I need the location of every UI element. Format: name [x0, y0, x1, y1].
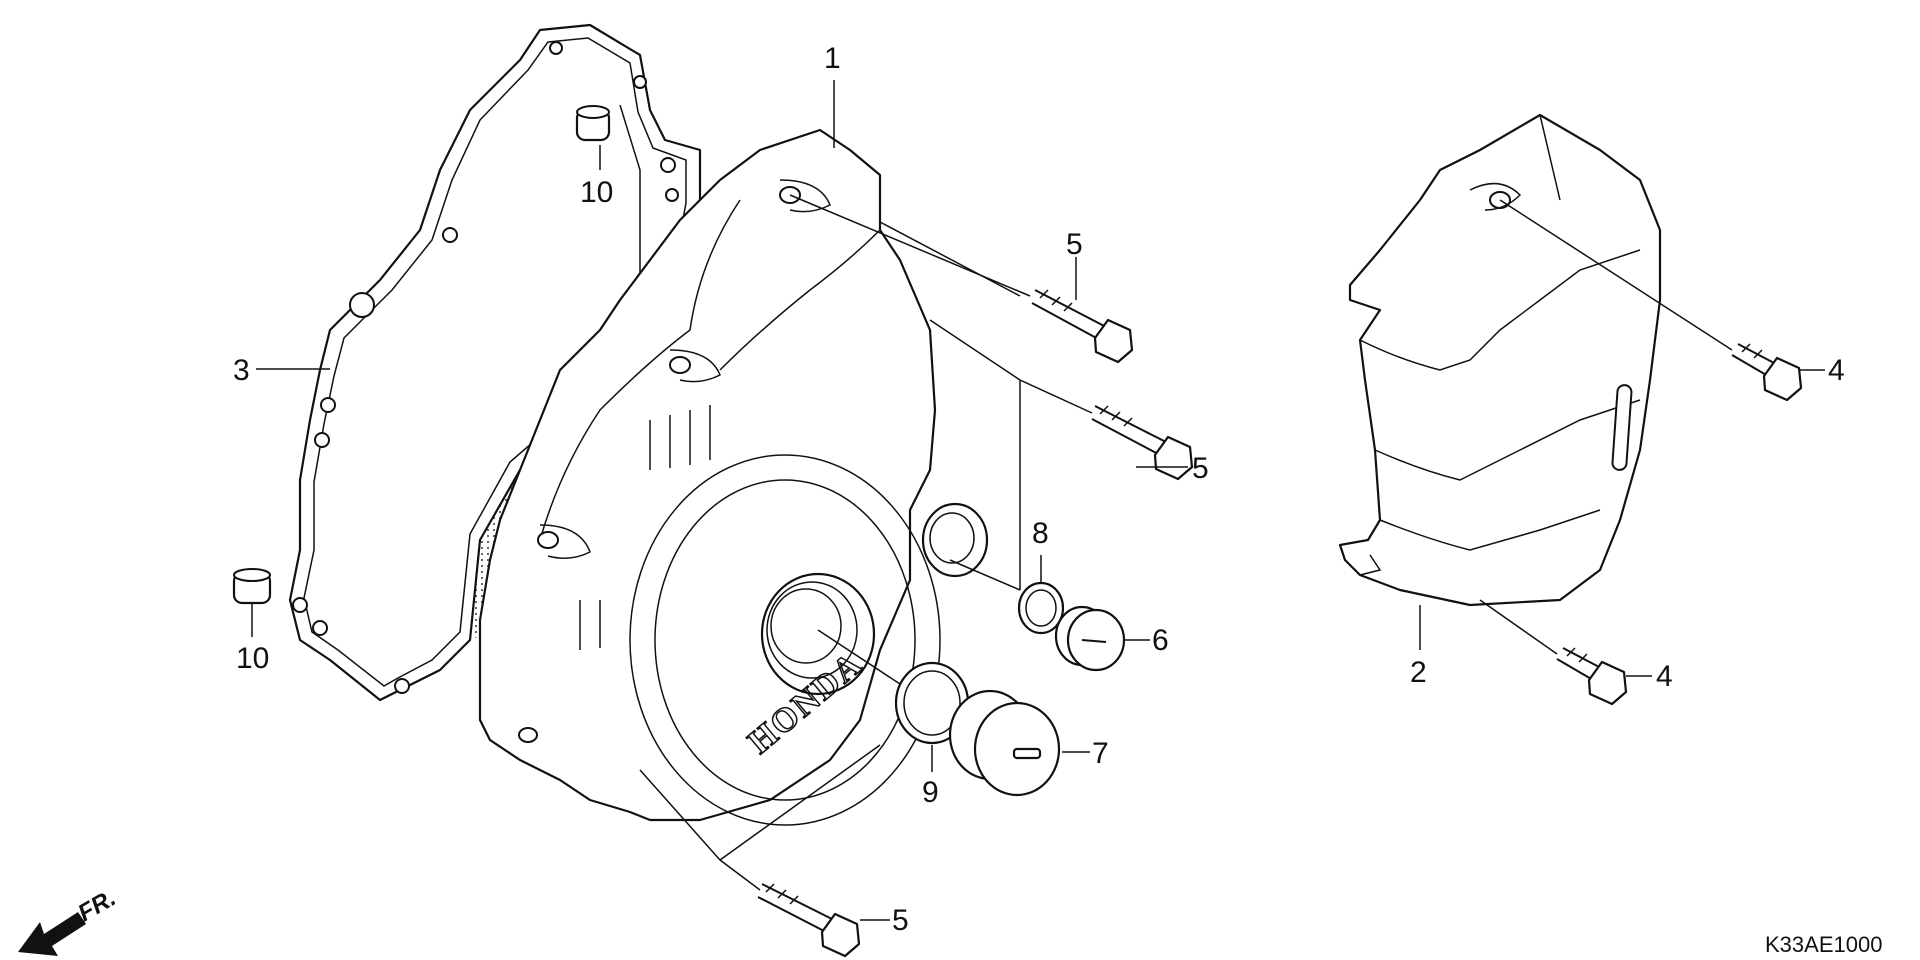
- callout-5-middle: 5: [1192, 452, 1209, 485]
- dowel-pin-upper[interactable]: [575, 105, 611, 142]
- callout-6: 6: [1152, 624, 1169, 657]
- crankshaft-hole-cap-7[interactable]: [948, 689, 1061, 797]
- front-direction-marker: FR.: [18, 884, 120, 956]
- callout-10-lower: 10: [236, 642, 269, 675]
- timing-hole-cap-6[interactable]: [1054, 605, 1126, 672]
- bolt-5-lower[interactable]: [757, 883, 861, 958]
- dowel-pin-lower[interactable]: [232, 568, 272, 605]
- bolt-4-lower[interactable]: [1556, 647, 1628, 706]
- callout-5-lower: 5: [892, 904, 909, 937]
- callout-1: 1: [824, 42, 841, 75]
- callout-5-upper: 5: [1066, 228, 1083, 261]
- callout-8: 8: [1032, 517, 1049, 550]
- callout-7: 7: [1092, 737, 1109, 770]
- callout-4-lower: 4: [1656, 660, 1673, 693]
- callout-2: 2: [1410, 656, 1427, 689]
- bolt-4-upper[interactable]: [1731, 343, 1803, 402]
- front-arrow-icon: [18, 912, 86, 956]
- callout-10-upper: 10: [580, 176, 613, 209]
- bolt-5-middle[interactable]: [1091, 405, 1194, 481]
- drive-sprocket-cover-part[interactable]: [1338, 113, 1662, 607]
- callout-4-upper: 4: [1828, 354, 1845, 387]
- drawing-code: K33AE1000: [1765, 932, 1882, 957]
- leader-lines: [251, 80, 1825, 921]
- callout-3: 3: [233, 354, 250, 387]
- bolt-5-upper[interactable]: [1031, 289, 1134, 364]
- o-ring-8[interactable]: [1017, 581, 1065, 635]
- left-crankcase-cover-part[interactable]: HONDA: [478, 128, 989, 826]
- callout-9: 9: [922, 776, 939, 809]
